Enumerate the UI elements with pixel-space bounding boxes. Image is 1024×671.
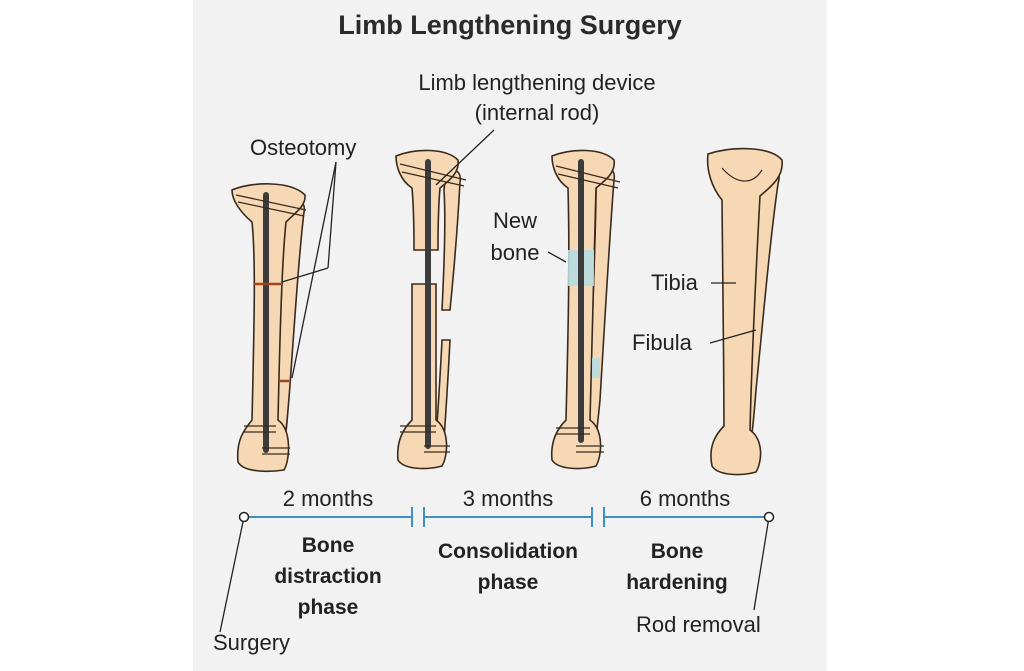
- rod-removal-marker: [763, 511, 775, 523]
- surgery-marker: [238, 511, 250, 523]
- surgery-label: Surgery: [213, 630, 291, 655]
- stage-1-bones: [231, 183, 307, 473]
- phase-line: distraction: [274, 565, 382, 588]
- duration-distraction: 2 months: [282, 486, 374, 511]
- phase-line: hardening: [626, 571, 728, 594]
- fibula-label: Fibula: [632, 330, 692, 355]
- surgery-leader: [219, 516, 245, 633]
- stage-1-screws: [235, 194, 307, 455]
- stage-2-screws: [399, 163, 467, 453]
- phase-line: Consolidation: [438, 540, 578, 563]
- phase-line: phase: [297, 596, 359, 619]
- duration-hardening: 6 months: [639, 486, 731, 511]
- phase-consolidation: Consolidation phase: [413, 536, 603, 598]
- stage-4-tibia-plateau: [721, 167, 763, 182]
- new-bone-label-line2: bone: [490, 240, 540, 265]
- stage-4-tibia: [706, 147, 783, 476]
- diagram-background: [193, 0, 827, 671]
- stage-2-bones: [395, 149, 467, 470]
- stage-2-tibia-lower: [396, 283, 448, 470]
- device-label-line1: Limb lengthening device: [418, 70, 656, 95]
- stage-2-fibula-upper: [441, 168, 462, 311]
- leader-lines: [281, 129, 757, 379]
- stage-3-screws: [555, 165, 621, 453]
- stage-4-bones: [706, 147, 783, 476]
- diagram-title: Limb Lengthening Surgery: [338, 10, 682, 40]
- stage-3-new-bone-fibula: [592, 358, 600, 378]
- device-label-line2: (internal rod): [474, 100, 600, 125]
- phase-bone-distraction: Bone distraction phase: [233, 530, 423, 623]
- rod-removal-leader: [753, 516, 770, 611]
- timeline: [244, 507, 769, 527]
- stage-3-bones: [550, 149, 621, 470]
- duration-consolidation: 3 months: [462, 486, 554, 511]
- new-bone-label-line1: New: [492, 208, 537, 233]
- phase-bone-hardening: Bone hardening: [582, 536, 772, 598]
- osteotomy-label: Osteotomy: [250, 135, 357, 160]
- tibia-label: Tibia: [651, 270, 698, 295]
- phase-line: phase: [477, 571, 539, 594]
- phase-line: Bone: [650, 540, 704, 563]
- rod-removal-label: Rod removal: [636, 612, 761, 637]
- phase-line: Bone: [301, 534, 355, 557]
